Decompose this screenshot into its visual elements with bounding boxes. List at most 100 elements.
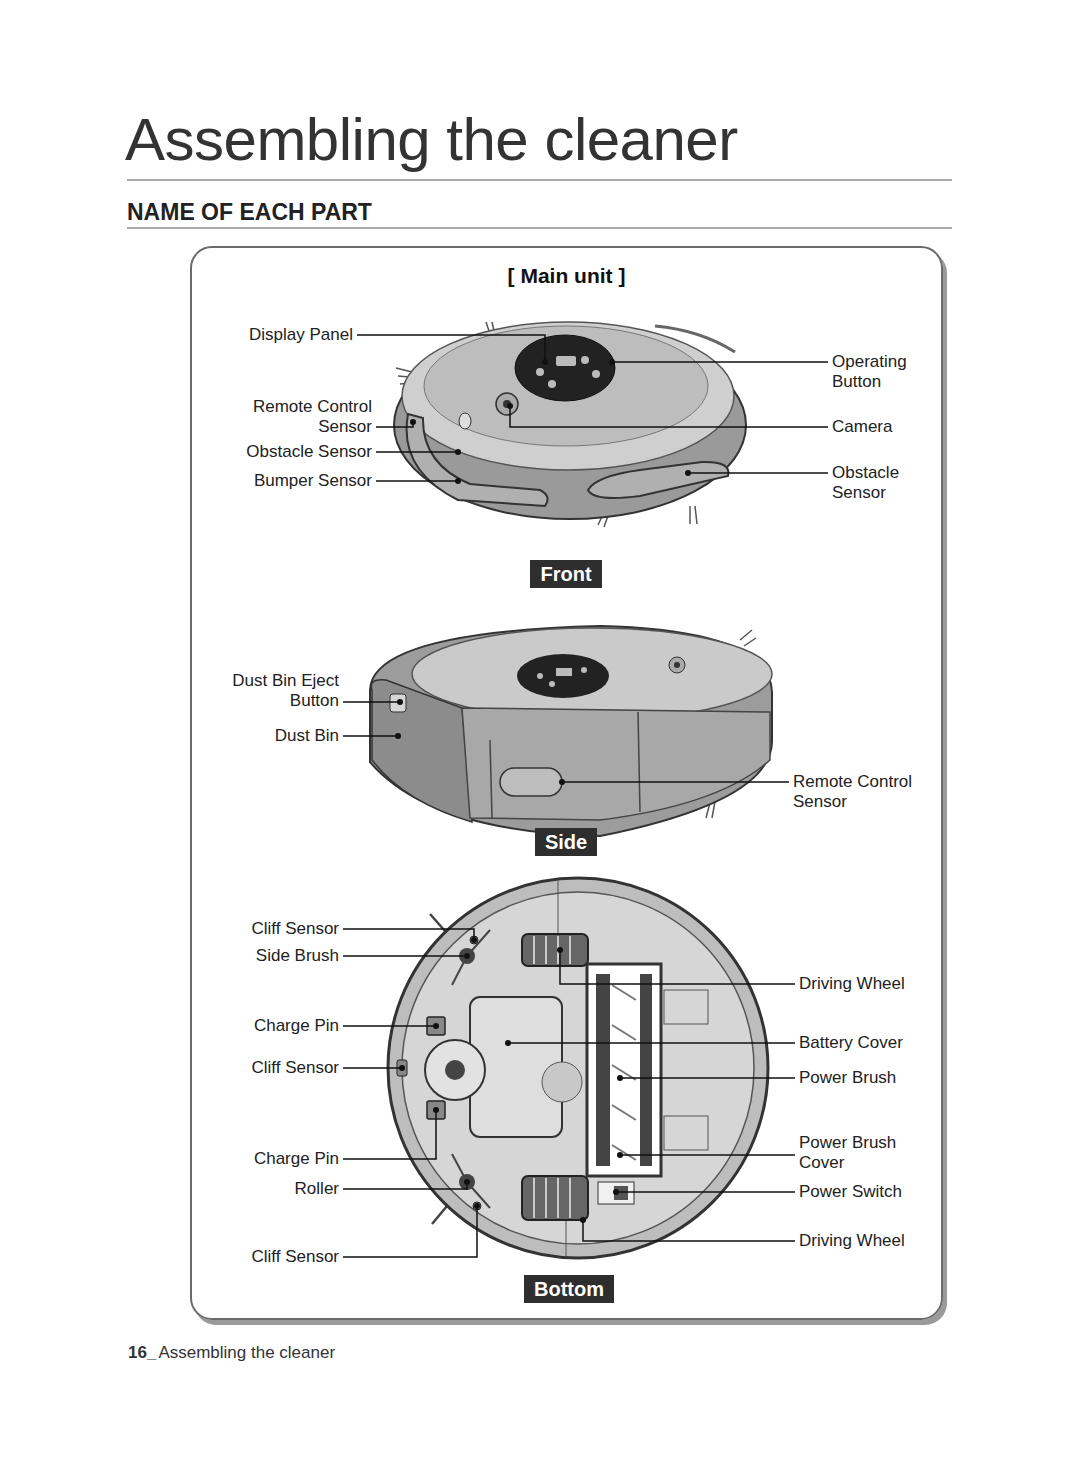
part-name: Power Brush Cover: [799, 1133, 921, 1173]
leader-line: [343, 701, 400, 703]
robot-side-view: [669, 657, 685, 673]
leader-line: [343, 1182, 467, 1189]
leader-dot: [464, 1179, 470, 1185]
leader-line: [343, 335, 828, 1257]
leader-dot: [399, 1065, 405, 1071]
robot-bottom-view: [664, 1116, 708, 1150]
part-name: Power Brush: [799, 1068, 949, 1088]
robot-bottom-view: [522, 1176, 588, 1220]
robot-bottom-view: [596, 974, 610, 1166]
part-name: Camera: [832, 417, 937, 437]
robot-bottom-view: [542, 1062, 582, 1102]
robot-side-view: [500, 768, 562, 796]
leader-dot: [617, 1152, 623, 1158]
robot-bottom-view: [614, 1186, 628, 1200]
part-name: Display Panel: [203, 325, 353, 345]
robot-side-view: [490, 740, 492, 818]
part-name: Side Brush: [199, 946, 339, 966]
page-footer: 16_: [128, 1343, 156, 1363]
robot-front-view: [556, 356, 576, 366]
leader-dot: [395, 733, 401, 739]
leader-dot: [395, 359, 691, 1223]
robot-side-view: [370, 626, 772, 836]
leader-line: [620, 1077, 795, 1079]
rule-line: [127, 180, 952, 181]
leader-dot: [685, 470, 691, 476]
leader-line: [583, 1220, 795, 1241]
part-name: Dust Bin Eject Button: [211, 671, 339, 711]
leader-line: [612, 361, 828, 363]
robot-side-view: [549, 681, 555, 687]
view-tag: Side: [535, 828, 597, 856]
leader-dot: [474, 1203, 480, 1209]
robot-bottom-view: [533, 1178, 535, 1218]
leader-line: [343, 735, 398, 737]
part-name: Driving Wheel: [799, 1231, 949, 1251]
robot-bottom-view: [664, 990, 708, 1024]
leader-dot: [559, 779, 565, 785]
leader-dot: [397, 699, 403, 705]
leader-line: [357, 335, 545, 362]
rule-line: [127, 180, 952, 228]
robot-bottom-view: [470, 936, 478, 944]
part-name: Operating Button: [832, 352, 937, 392]
part-name: Remote Control Sensor: [793, 772, 933, 812]
robot-side-view: [674, 662, 680, 668]
robot-front-view: [588, 462, 728, 498]
part-name: Roller: [199, 1179, 339, 1199]
leader-dot: [617, 1075, 623, 1081]
leader-line: [343, 955, 467, 957]
robot-bottom-view: [402, 892, 754, 1244]
robot-bottom-view: [612, 1145, 636, 1160]
view-name: Front: [540, 563, 591, 585]
robot-bottom-view: [557, 1178, 559, 1218]
robot-side-view: [371, 680, 472, 822]
leader-line: [508, 1042, 795, 1044]
robot-front-view: [459, 413, 471, 429]
robot-side-view: [537, 667, 587, 687]
robot-bottom-view: [473, 1202, 481, 1210]
part-name: Cliff Sensor: [199, 919, 339, 939]
robot-side-view: [556, 668, 572, 676]
robot-bottom-view: [545, 1178, 547, 1218]
part-name: Remote Control Sensor: [232, 397, 372, 437]
part-name: Cliff Sensor: [199, 1247, 339, 1267]
leader-dot: [557, 947, 563, 953]
leader-dot: [580, 1217, 586, 1223]
page-title: Assembling the cleaner: [125, 110, 738, 170]
robot-side-view: [537, 673, 543, 679]
leader-dot: [433, 1023, 439, 1029]
robot-bottom-view: [522, 934, 588, 966]
robot-front-view: [394, 322, 746, 527]
robot-side-view: [462, 708, 770, 820]
robot-front-view: [655, 326, 735, 352]
part-name: Driving Wheel: [799, 974, 949, 994]
robot-front-view: [424, 326, 708, 446]
view-tag: Bottom: [524, 1275, 614, 1303]
rule-line: [127, 228, 952, 229]
robot-front-view: [496, 393, 518, 415]
page-footer: Assembling the cleaner: [158, 1343, 418, 1363]
leader-dot: [433, 1107, 439, 1113]
leader-line: [562, 781, 789, 783]
robot-bottom-view: [558, 880, 559, 940]
robot-bottom-view: [612, 985, 636, 1160]
robot-bottom-view: [569, 936, 571, 964]
part-name: Bumper Sensor: [222, 471, 372, 491]
view-tag: Front: [530, 560, 601, 588]
leader-dot: [609, 359, 615, 365]
leader-dot: [613, 1189, 619, 1195]
robot-bottom-view: [545, 936, 547, 964]
part-name: Dust Bin: [211, 726, 339, 746]
leader-line: [616, 1191, 795, 1193]
robot-bottom-view: [388, 878, 768, 1258]
leader-dot: [455, 478, 461, 484]
part-name: Cliff Sensor: [199, 1058, 339, 1078]
view-name: Bottom: [534, 1278, 604, 1300]
robot-front-view: [689, 506, 691, 524]
robot-front-view: [581, 356, 589, 364]
robot-side-view: [638, 712, 640, 812]
leader-line: [343, 929, 474, 940]
leader-line: [376, 422, 413, 427]
